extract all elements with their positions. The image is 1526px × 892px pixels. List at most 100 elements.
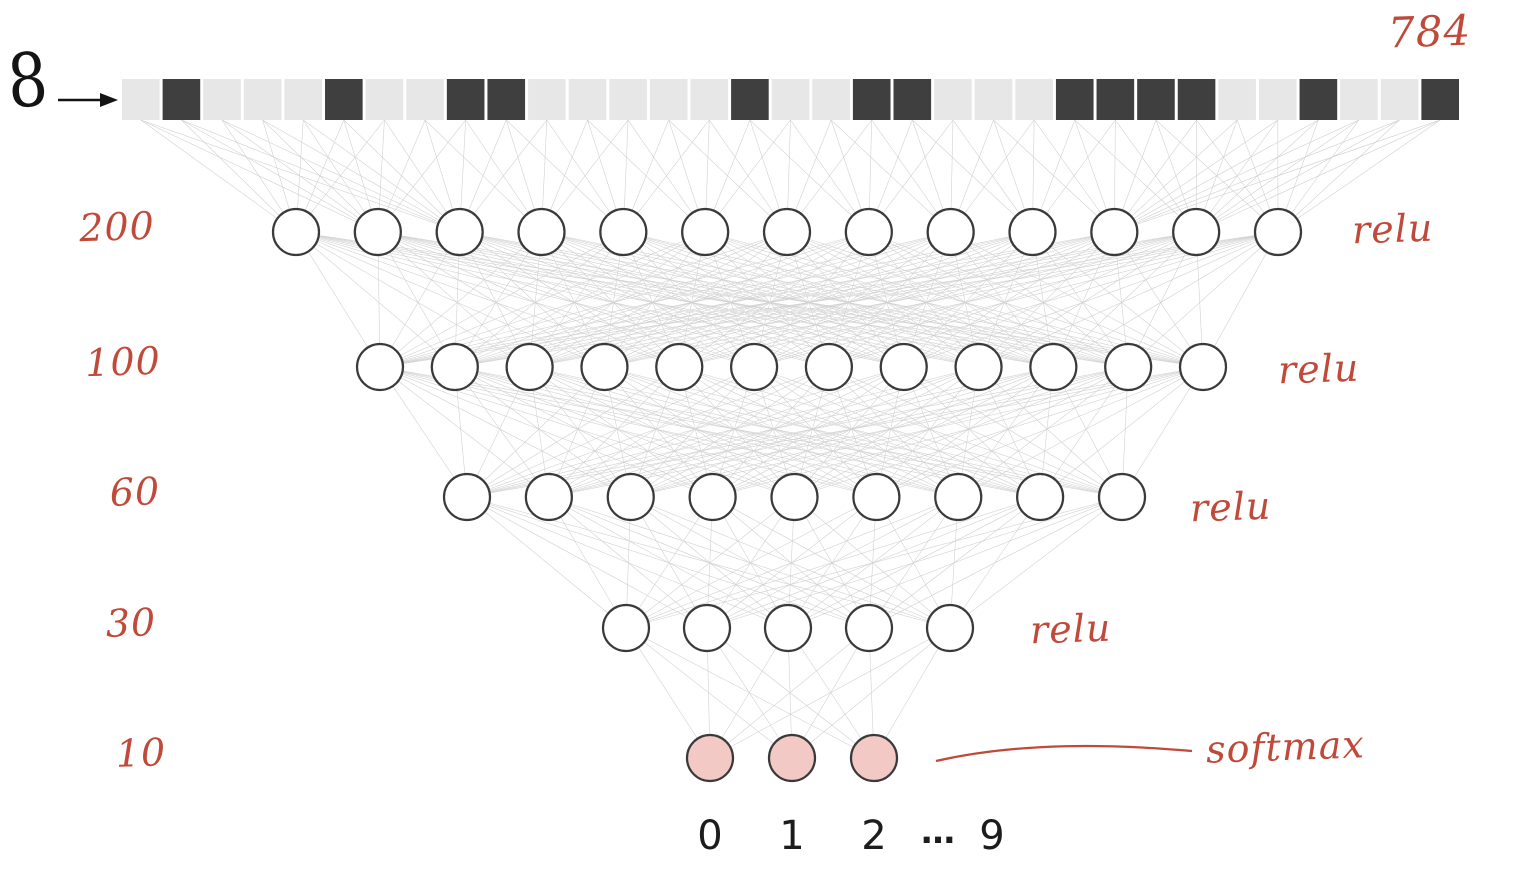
neuron xyxy=(804,342,854,392)
neuron xyxy=(681,207,730,257)
layer-size-label-200: 200 xyxy=(78,203,156,251)
neuron xyxy=(1090,207,1139,257)
neuron xyxy=(879,342,928,392)
neuron xyxy=(762,207,812,257)
layer-200 xyxy=(271,207,1303,257)
input-size-label: 784 xyxy=(1386,5,1472,58)
layer-size-label-60: 60 xyxy=(109,469,161,515)
input-pixel-off xyxy=(1218,79,1256,120)
activation-label-relu-4: relu xyxy=(1029,605,1112,653)
input-digit-image: 8 xyxy=(4,36,51,126)
input-pixel-on xyxy=(893,79,932,120)
neuron xyxy=(517,207,566,257)
input-pixel-on xyxy=(1177,79,1216,120)
activation-label-relu-1: relu xyxy=(1351,205,1434,253)
output-class-label-0: 0 xyxy=(697,813,723,859)
neuron xyxy=(763,603,813,653)
input-pixel-off xyxy=(284,79,323,120)
output-class-label-2: 2 xyxy=(861,813,887,859)
input-pixel-strip xyxy=(122,79,1459,120)
input-pixel-off xyxy=(365,79,404,120)
activation-label-softmax: softmax xyxy=(1205,722,1366,772)
neuron xyxy=(1104,342,1153,392)
neuron xyxy=(505,342,554,392)
neuron xyxy=(601,603,651,653)
neuron xyxy=(934,472,983,522)
input-pixel-off xyxy=(974,79,1013,120)
neuron xyxy=(954,342,1003,392)
input-pixel-on xyxy=(1299,79,1338,120)
neuron xyxy=(926,207,975,257)
neuron xyxy=(1008,207,1057,257)
neuron xyxy=(844,207,893,257)
input-pixel-off xyxy=(690,79,729,120)
input-arrow-icon xyxy=(58,93,118,107)
input-pixel-off xyxy=(243,79,282,120)
neuron xyxy=(682,603,732,653)
layer-10 xyxy=(685,733,899,783)
neuron xyxy=(580,342,629,392)
neuron xyxy=(1016,472,1065,522)
layer-100 xyxy=(355,342,1228,392)
neuron xyxy=(353,207,402,257)
input-pixel-off xyxy=(203,79,241,120)
neuron xyxy=(1253,207,1303,257)
input-pixel-off xyxy=(1380,79,1419,120)
neuron xyxy=(852,472,901,522)
input-pixel-off xyxy=(649,79,688,120)
activation-label-relu-3: relu xyxy=(1189,483,1272,531)
neuron xyxy=(767,733,817,783)
connection-edges xyxy=(140,119,1441,759)
input-pixel-on xyxy=(162,79,201,120)
input-pixel-off xyxy=(406,79,444,120)
layer-size-label-10: 10 xyxy=(115,730,167,776)
input-pixel-on xyxy=(1137,79,1175,120)
neuron xyxy=(770,472,819,522)
input-pixel-off xyxy=(609,79,647,120)
neuron xyxy=(925,603,975,653)
activation-label-relu-2: relu xyxy=(1277,345,1360,393)
input-pixel-off xyxy=(122,79,160,120)
input-pixel-off xyxy=(568,79,607,120)
neuron xyxy=(430,342,479,392)
layer-size-label-100: 100 xyxy=(84,338,162,386)
neuron xyxy=(849,733,899,783)
layer-60 xyxy=(442,472,1147,522)
neuron xyxy=(442,472,492,522)
softmax-pointer-line xyxy=(935,744,1193,763)
neuron xyxy=(729,342,779,392)
layer-size-label-30: 30 xyxy=(105,600,157,646)
input-pixel-on xyxy=(1055,79,1094,120)
neuron xyxy=(435,207,484,257)
neuron xyxy=(844,603,894,653)
output-class-label-1: 1 xyxy=(779,813,805,859)
input-pixel-off xyxy=(934,79,972,120)
neuron xyxy=(599,207,648,257)
input-pixel-on xyxy=(1421,79,1459,120)
input-pixel-off xyxy=(1258,79,1297,120)
output-class-label-9: 9 xyxy=(979,813,1005,859)
neuron xyxy=(685,733,735,783)
input-pixel-off xyxy=(528,79,566,120)
neuron xyxy=(524,472,573,522)
neuron xyxy=(1097,472,1147,522)
input-pixel-on xyxy=(325,79,363,120)
neuron xyxy=(655,342,704,392)
neuron xyxy=(1029,342,1078,392)
input-pixel-off xyxy=(812,79,850,120)
neuron xyxy=(355,342,405,392)
neuron xyxy=(688,472,737,522)
input-pixel-on xyxy=(731,79,769,120)
neuron xyxy=(271,207,321,257)
neuron xyxy=(1172,207,1221,257)
input-pixel-off xyxy=(1015,79,1053,120)
input-pixel-off xyxy=(771,79,810,120)
layer-30 xyxy=(601,603,975,653)
input-pixel-on xyxy=(1096,79,1135,120)
neuron xyxy=(606,472,655,522)
input-pixel-off xyxy=(1340,79,1378,120)
neuron xyxy=(1178,342,1228,392)
output-class-ellipsis: … xyxy=(921,812,955,852)
